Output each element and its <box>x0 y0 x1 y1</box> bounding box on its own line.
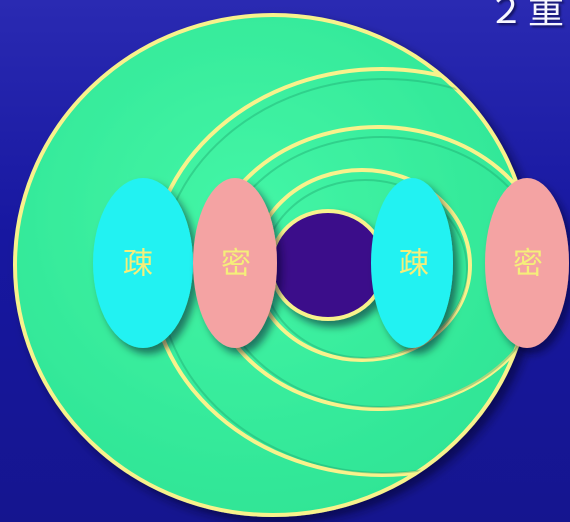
label-compression-left: 密 <box>221 247 251 282</box>
label-rarefaction-right: 疎 <box>399 247 429 282</box>
label-rarefaction-left: 疎 <box>123 247 153 282</box>
label-compression-right: 密 <box>513 247 543 282</box>
sound-source <box>271 211 385 319</box>
